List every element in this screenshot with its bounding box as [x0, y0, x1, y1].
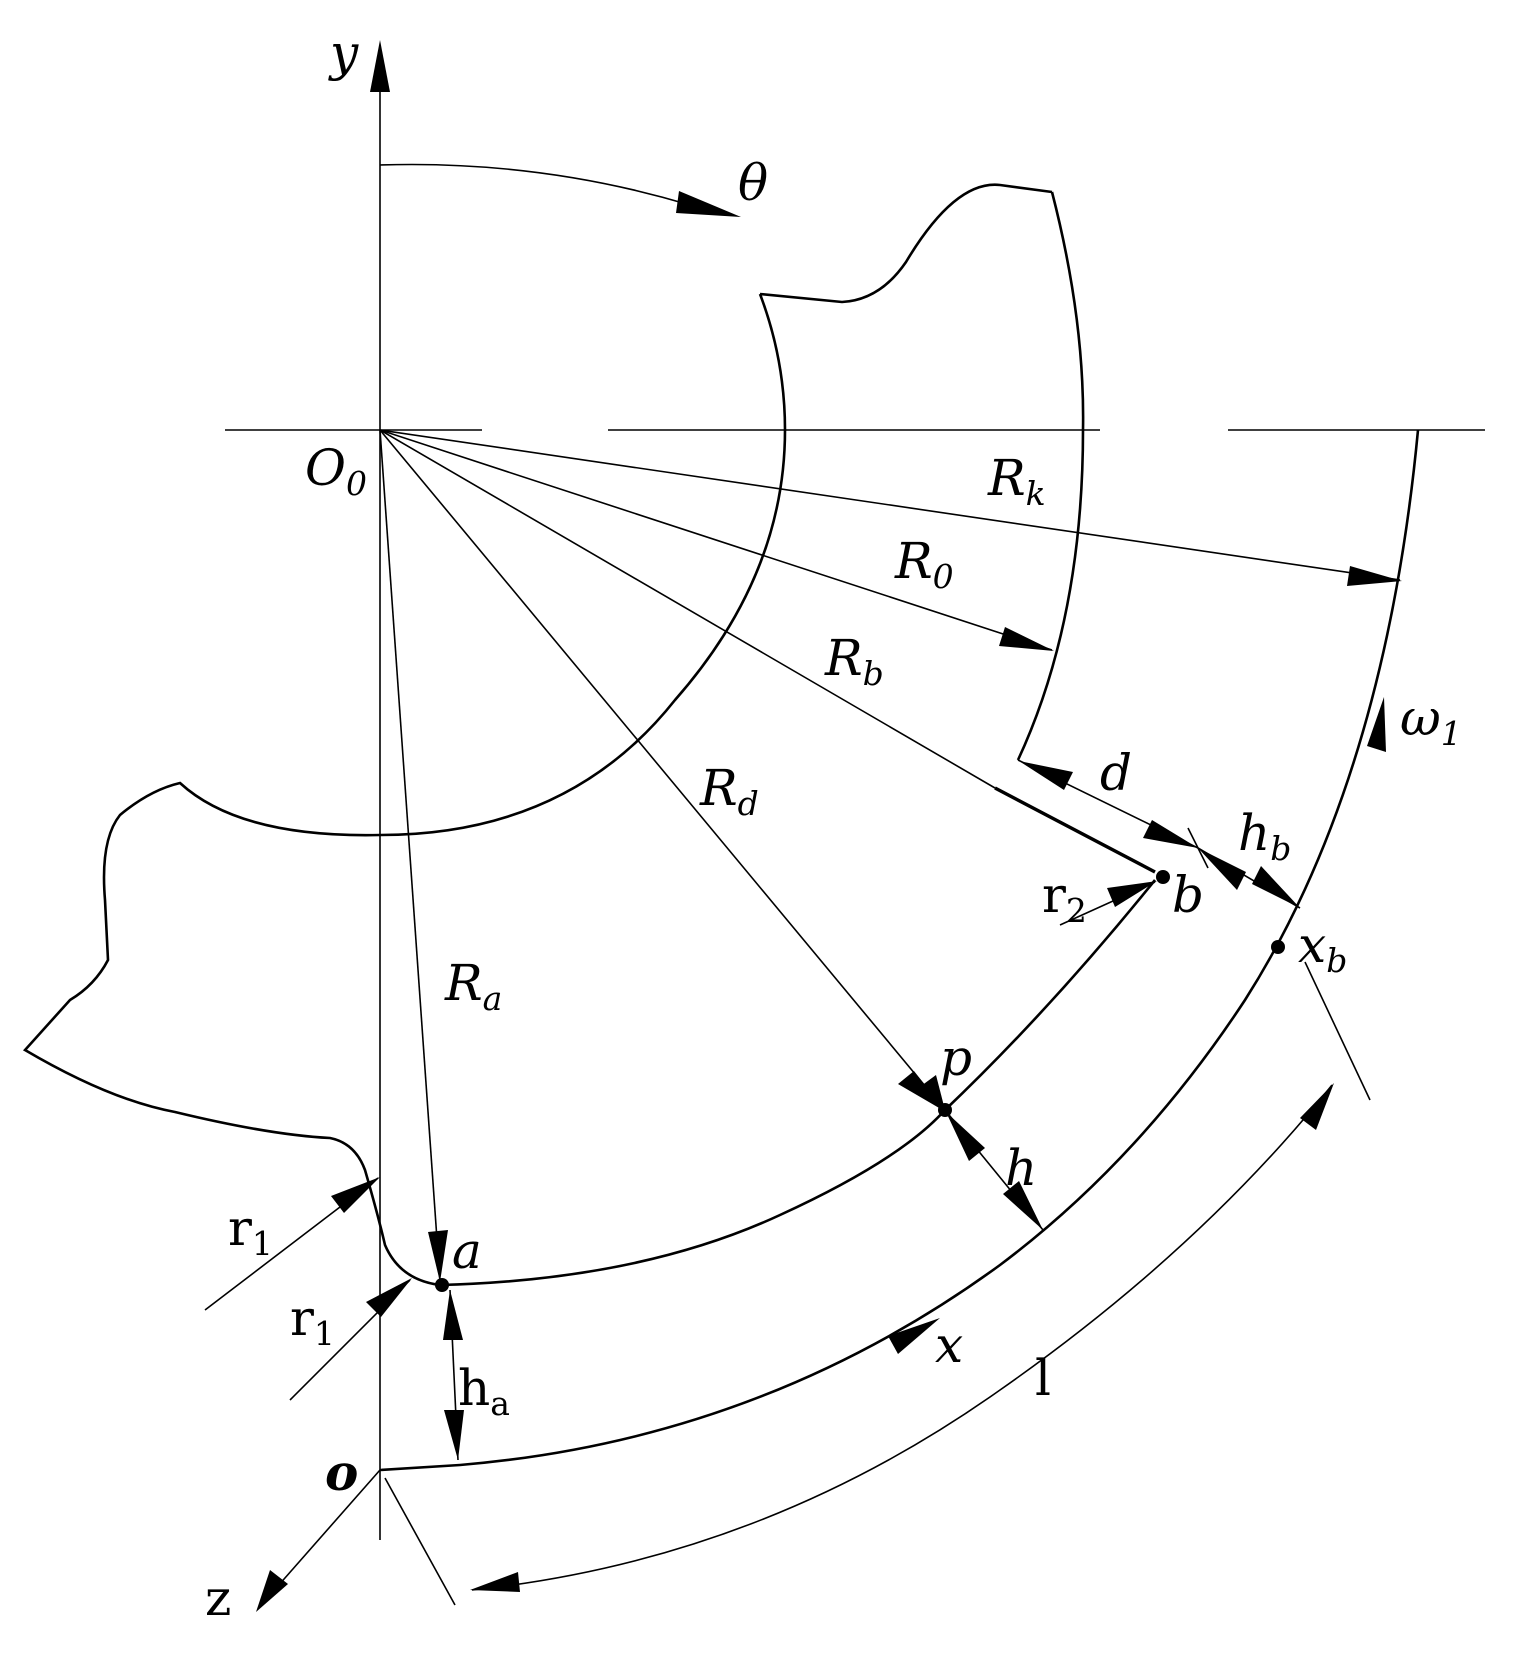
label-r2-sub: 2 — [1066, 891, 1087, 930]
label-r2-main: r — [1042, 866, 1066, 924]
rd-arrowhead — [898, 1071, 946, 1112]
label-r0: R0 — [894, 532, 954, 596]
label-rk: Rk — [987, 449, 1046, 513]
r2-arrowhead — [1107, 881, 1157, 907]
label-hb: hb — [1238, 804, 1291, 868]
label-o0: O0 — [305, 439, 367, 503]
label-p: p — [940, 1029, 972, 1087]
label-r1-lower: r1 — [290, 1289, 335, 1353]
label-rk-sub: k — [1026, 474, 1046, 513]
label-o: o — [325, 1443, 358, 1502]
point-a — [435, 1278, 449, 1292]
label-rb-main: R — [824, 629, 863, 687]
p-arrowhead-outer — [921, 1075, 945, 1110]
label-d: d — [1100, 744, 1132, 802]
label-rd-sub: d — [738, 784, 759, 823]
label-omega: ω1 — [1400, 689, 1462, 753]
l-extension-start — [384, 1477, 456, 1606]
z-axis-arrowhead — [256, 1570, 288, 1612]
z-axis — [269, 1469, 381, 1596]
label-o0-sub: 0 — [346, 464, 367, 503]
label-x: x — [935, 1316, 963, 1374]
label-l: l — [1035, 1349, 1051, 1407]
omega-direction-arrowhead — [1367, 697, 1386, 752]
r0-arrowhead — [999, 627, 1054, 651]
x-direction-arrowhead — [888, 1318, 940, 1354]
theta-arrowhead — [676, 191, 741, 217]
label-rd: Rd — [699, 759, 759, 823]
label-b: b — [1172, 866, 1204, 924]
radius-line-rd — [379, 429, 946, 1111]
label-omega-main: ω — [1400, 689, 1441, 747]
label-r0-main: R — [894, 532, 933, 590]
label-omega-sub: 1 — [1441, 714, 1462, 753]
ha-arrowhead-bottom — [444, 1410, 464, 1460]
r1-arrowhead-upper — [331, 1177, 380, 1213]
label-r1-lower-main: r — [290, 1289, 314, 1347]
d-arrowhead-right — [1143, 820, 1198, 848]
radius-line-r0 — [379, 429, 1053, 651]
label-ha: ha — [458, 1359, 510, 1423]
rk-arrowhead — [1347, 566, 1402, 586]
label-xb-sub: b — [1326, 941, 1347, 980]
point-p — [938, 1103, 952, 1117]
label-ha-main: h — [458, 1359, 490, 1417]
l-arc — [471, 1084, 1333, 1591]
radius-line-ra — [379, 429, 441, 1283]
blade-curve — [439, 879, 1157, 1287]
label-theta: θ — [738, 154, 768, 212]
theta-arc — [379, 163, 691, 206]
label-rb-sub: b — [863, 654, 884, 693]
r0-arc — [1016, 191, 1085, 761]
ha-arrowhead-top — [443, 1290, 463, 1340]
label-rd-main: R — [699, 759, 738, 817]
ra-arrowhead — [428, 1230, 448, 1282]
r1-arrowhead-lower — [366, 1278, 412, 1317]
point-xb — [1271, 940, 1285, 954]
hb-arrowhead-left — [1198, 848, 1246, 890]
label-rb: Rb — [824, 629, 884, 693]
upper-tooth-profile — [759, 183, 1053, 304]
l-arrowhead-start — [470, 1572, 520, 1592]
hub-arc — [379, 293, 787, 837]
hb-arrowhead-right — [1252, 866, 1300, 908]
h-arrowhead-top — [946, 1112, 985, 1161]
label-xb-main: x — [1298, 916, 1326, 974]
label-r1-upper-main: r — [228, 1199, 252, 1257]
rotor-outer-arc — [379, 429, 1420, 1472]
label-y: y — [328, 24, 359, 82]
label-xb: xb — [1298, 916, 1347, 980]
label-r1-upper: r1 — [228, 1199, 273, 1263]
y-axis-arrowhead — [370, 40, 390, 92]
label-a: a — [452, 1222, 482, 1280]
label-ra: Ra — [444, 954, 502, 1018]
label-h: h — [1005, 1139, 1037, 1197]
slot-edge — [994, 786, 1156, 874]
l-extension-end — [1304, 961, 1371, 1101]
label-hb-sub: b — [1270, 829, 1291, 868]
label-r0-sub: 0 — [933, 557, 954, 596]
label-hb-main: h — [1238, 804, 1270, 862]
label-r1-lower-sub: 1 — [314, 1314, 335, 1353]
h-arrowhead-bottom — [1003, 1181, 1043, 1230]
label-r2: r2 — [1042, 866, 1087, 930]
lower-tooth-profile — [22, 781, 441, 1287]
label-ra-main: R — [444, 954, 483, 1012]
label-r1-upper-sub: 1 — [252, 1224, 273, 1263]
label-rk-main: R — [987, 449, 1026, 507]
label-ha-sub: a — [490, 1384, 510, 1423]
d-arrowhead-left — [1019, 761, 1073, 790]
radius-line-rk — [379, 429, 1401, 581]
point-b — [1156, 870, 1170, 884]
label-o0-main: O — [305, 439, 346, 497]
radius-line-rb — [379, 429, 996, 789]
l-arrowhead-end — [1300, 1083, 1334, 1130]
label-ra-sub: a — [483, 979, 503, 1018]
label-z: z — [205, 1569, 231, 1627]
